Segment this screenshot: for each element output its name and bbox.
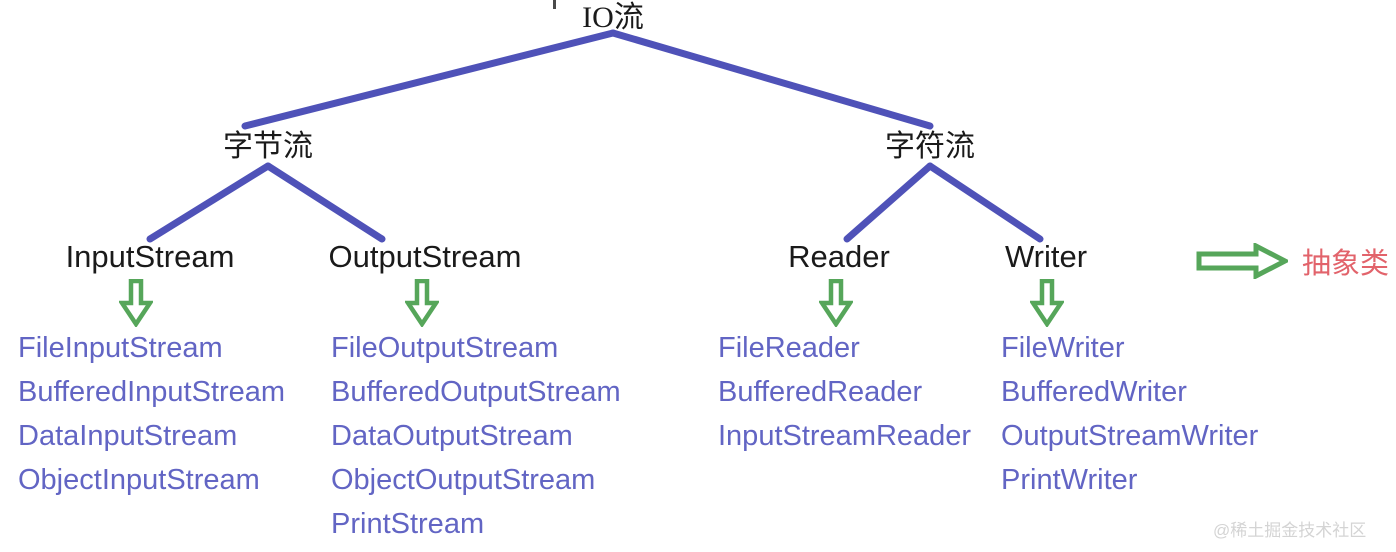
class-item: DataInputStream (18, 420, 238, 452)
class-item: PrintWriter (1001, 464, 1138, 496)
down-arrow-icon-outputstream (403, 278, 441, 332)
column-input-stream-subclasses: FileInputStream BufferedInputStream Data… (18, 326, 285, 502)
connector-char-to-reader (843, 162, 934, 243)
legend-abstract-class: 抽象类 (1196, 241, 1390, 284)
green-right-arrow-icon (1196, 241, 1291, 284)
class-item: InputStreamReader (718, 420, 972, 452)
down-arrow-icon-reader (817, 278, 855, 332)
column-reader-subclasses: FileReader BufferedReader InputStreamRea… (718, 326, 971, 458)
class-item: BufferedInputStream (18, 376, 286, 408)
class-item: FileWriter (1001, 332, 1125, 364)
class-item: PrintStream (331, 508, 485, 540)
connector-root-to-byte-stream (241, 29, 617, 130)
legend-label: 抽象类 (1302, 247, 1390, 280)
class-item: ObjectInputStream (18, 464, 260, 496)
class-item: BufferedWriter (1001, 376, 1187, 408)
node-outputstream: OutputStream (328, 239, 522, 274)
column-writer-subclasses: FileWriter BufferedWriter OutputStreamWr… (1001, 326, 1258, 502)
node-reader: Reader (788, 239, 890, 274)
connector-byte-to-outputstream (264, 162, 386, 243)
connector-char-to-writer (926, 162, 1044, 243)
down-arrow-icon-writer (1028, 278, 1066, 332)
class-item: FileOutputStream (331, 332, 559, 364)
watermark: @稀土掘金技术社区 (1213, 521, 1367, 540)
class-item: ObjectOutputStream (331, 464, 596, 496)
node-writer: Writer (1004, 239, 1088, 274)
class-item: FileInputStream (18, 332, 223, 364)
node-byte-stream: 字节流 (223, 130, 313, 163)
column-output-stream-subclasses: FileOutputStream BufferedOutputStream Da… (331, 326, 621, 546)
class-item: DataOutputStream (331, 420, 573, 452)
crop-artifact-tick (553, 0, 556, 9)
node-char-stream: 字符流 (885, 130, 975, 163)
node-inputstream: InputStream (65, 239, 235, 274)
connector-byte-to-inputstream (146, 162, 272, 243)
down-arrow-icon-inputstream (117, 278, 155, 332)
class-item: OutputStreamWriter (1001, 420, 1259, 452)
class-item: BufferedOutputStream (331, 376, 621, 408)
class-item: BufferedReader (718, 376, 923, 408)
connector-root-to-char-stream (609, 29, 934, 130)
class-item: FileReader (718, 332, 860, 364)
node-io-stream: IO流 (582, 1, 644, 34)
